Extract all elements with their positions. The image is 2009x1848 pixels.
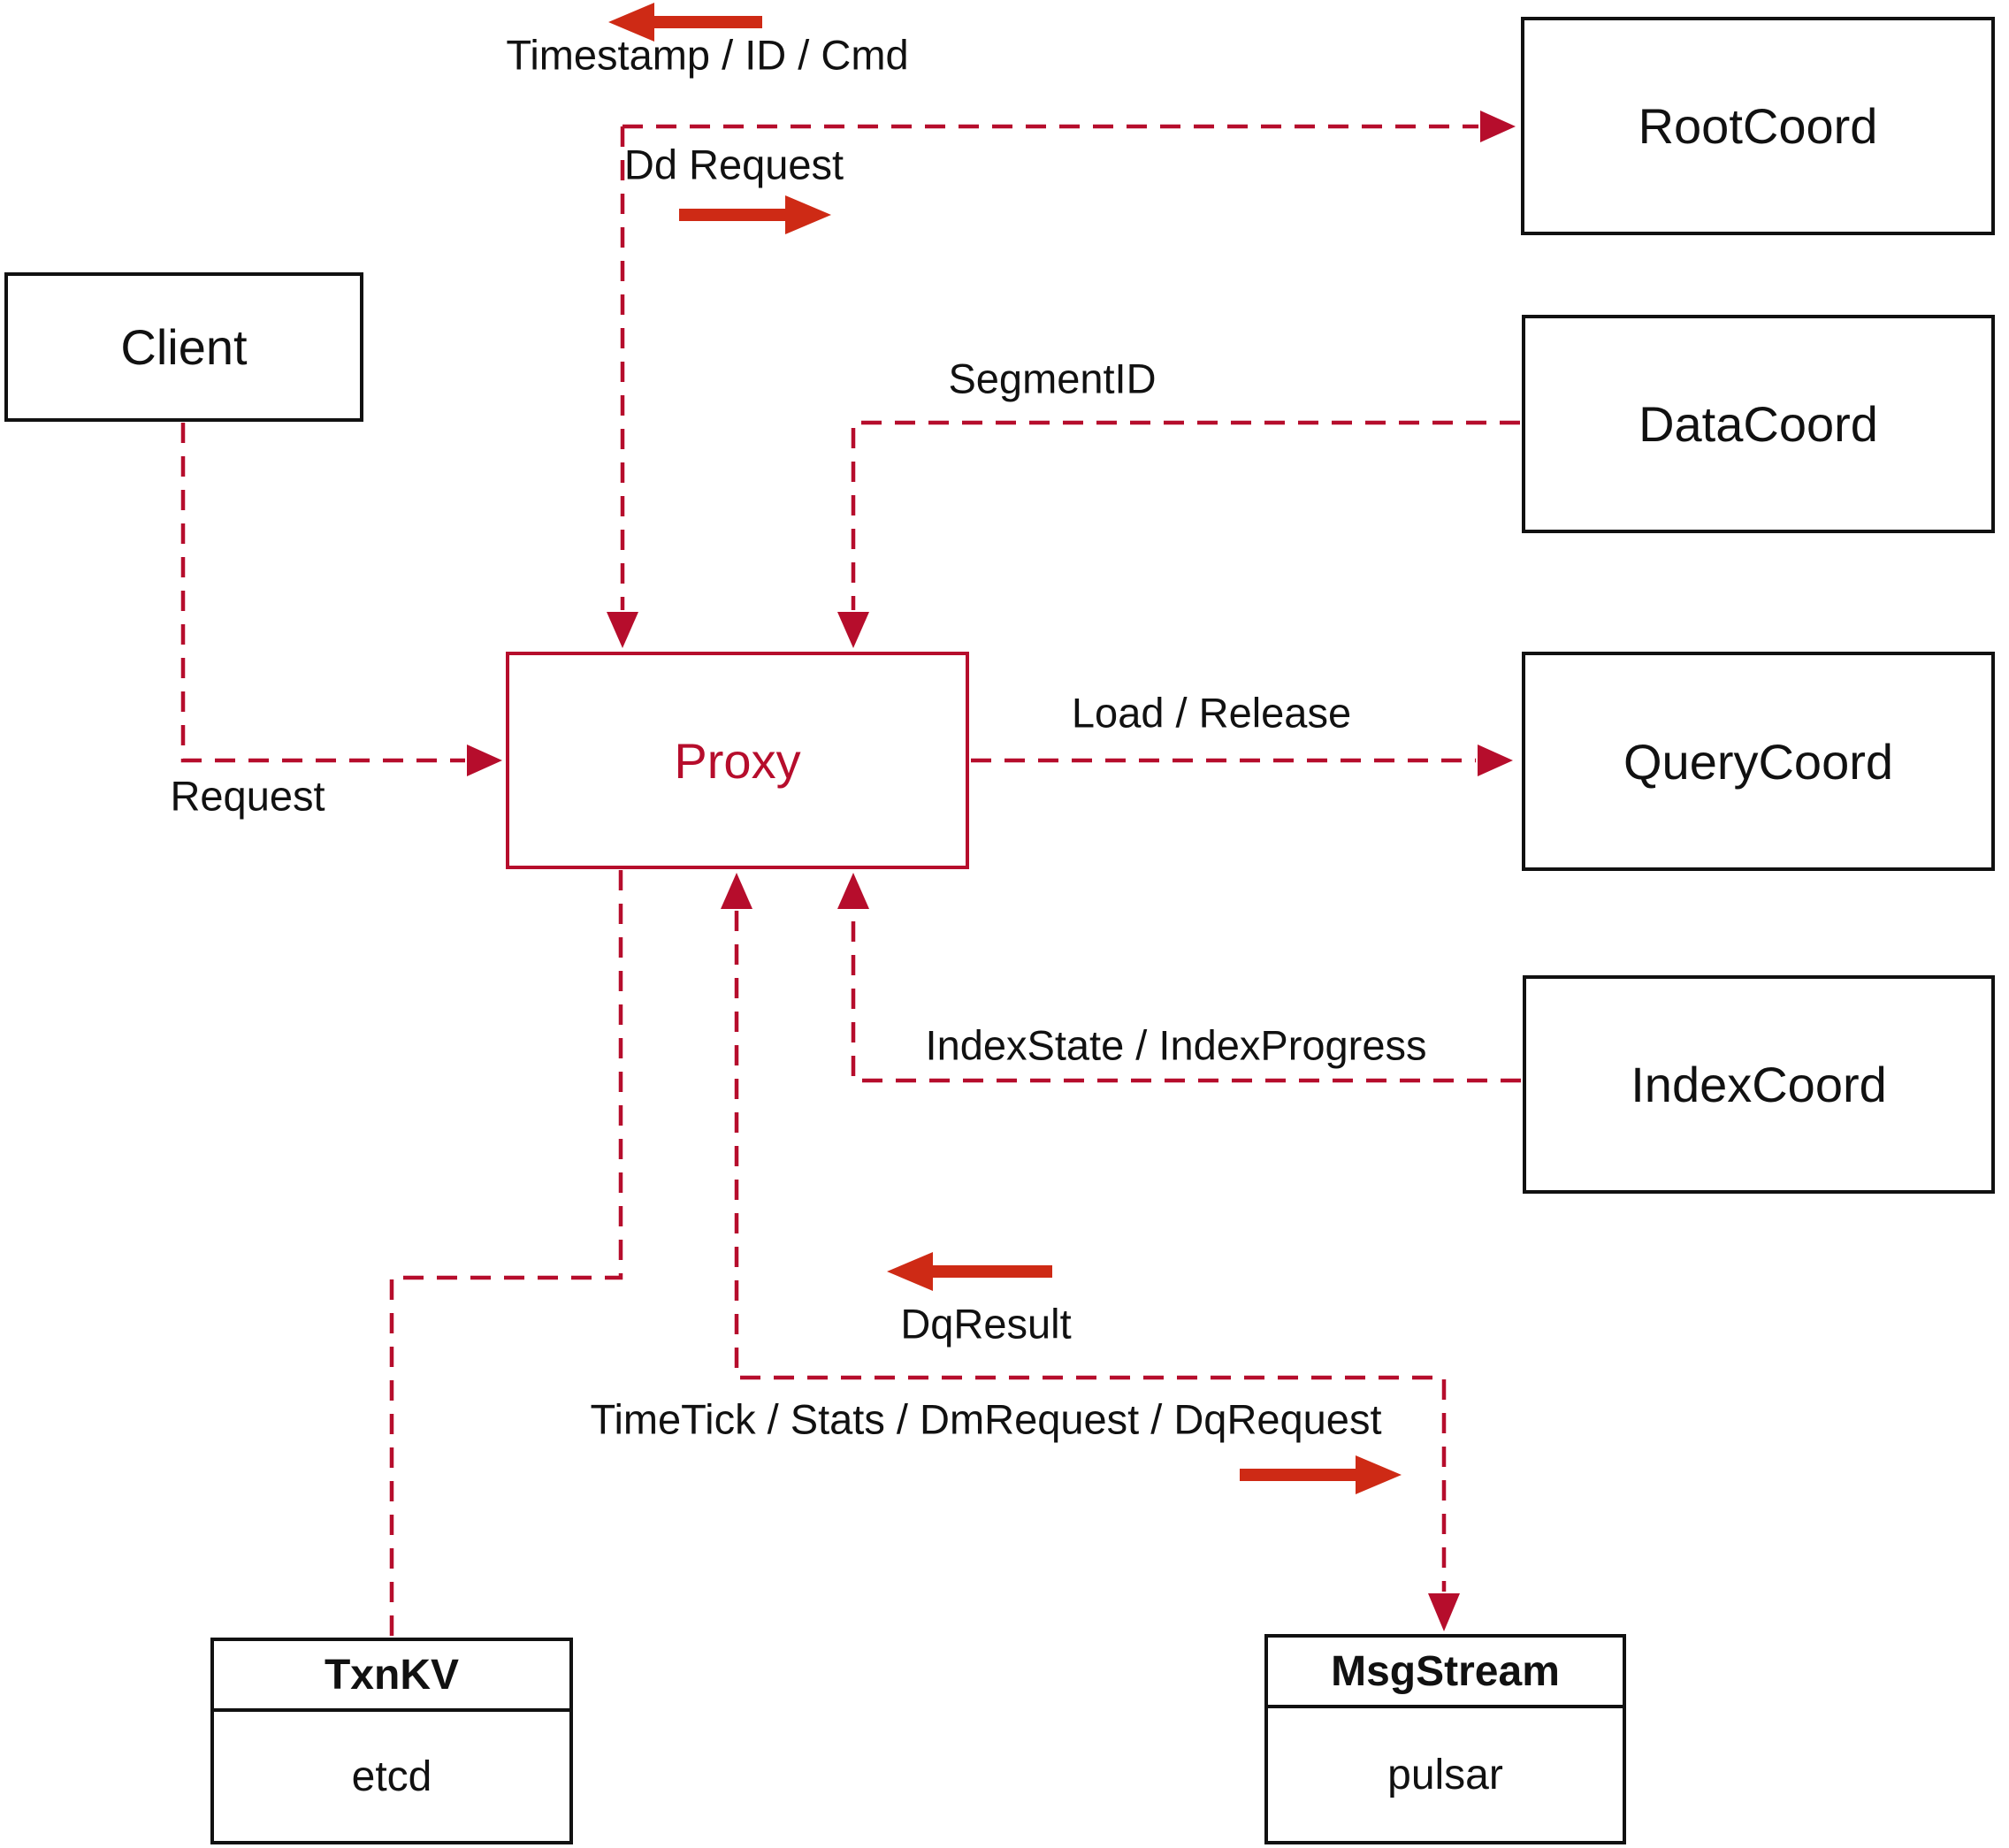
- edge-datacoord-proxy: [851, 420, 1520, 610]
- arrowhead-into-proxy-top-left: [607, 612, 638, 648]
- edge-proxy-msgstream: [734, 911, 1447, 1592]
- direction-arrow-right-dd-request: [679, 195, 831, 234]
- arrowhead-into-rootcoord: [1480, 111, 1516, 142]
- node-msgstream-title: MsgStream: [1268, 1638, 1623, 1708]
- edge-label-request: Request: [170, 772, 325, 820]
- node-querycoord-label: QueryCoord: [1623, 733, 1894, 790]
- arrowhead-into-proxy-left: [467, 745, 502, 776]
- node-datacoord-label: DataCoord: [1639, 396, 1878, 452]
- node-msgstream-subtitle: pulsar: [1387, 1751, 1503, 1798]
- edge-label-segment-id: SegmentID: [948, 355, 1157, 402]
- arrowhead-into-proxy-bottom-right: [837, 873, 869, 909]
- edge-proxy-txnkv: [389, 870, 623, 1636]
- node-txnkv: TxnKV etcd: [210, 1638, 573, 1844]
- edge-client-proxy: [180, 423, 465, 763]
- arrowhead-into-querycoord: [1478, 745, 1513, 776]
- edge-label-timestamp-id-cmd: Timestamp / ID / Cmd: [506, 31, 909, 79]
- edge-label-dd-request: Dd Request: [623, 141, 844, 188]
- node-rootcoord: RootCoord: [1521, 17, 1995, 235]
- direction-arrow-left-dqresult: [887, 1252, 1052, 1291]
- arrowhead-into-proxy-top-right: [837, 612, 869, 648]
- node-client-label: Client: [120, 319, 248, 375]
- node-indexcoord-label: IndexCoord: [1631, 1057, 1887, 1112]
- edge-label-load-release: Load / Release: [1071, 689, 1352, 737]
- node-querycoord: QueryCoord: [1522, 652, 1995, 871]
- node-proxy: Proxy: [506, 652, 969, 869]
- direction-arrow-left-timestamp: [608, 3, 762, 42]
- node-rootcoord-label: RootCoord: [1638, 98, 1878, 154]
- arrowhead-into-proxy-bottom-left: [721, 873, 752, 909]
- edge-indexcoord-proxy: [851, 911, 1521, 1083]
- direction-arrow-right-timetick: [1240, 1455, 1402, 1494]
- node-txnkv-subtitle: etcd: [351, 1753, 432, 1800]
- node-proxy-label: Proxy: [674, 732, 801, 789]
- edge-label-index-state-progress: IndexState / IndexProgress: [925, 1021, 1427, 1069]
- edge-label-dq-result: DqResult: [900, 1300, 1072, 1348]
- node-txnkv-title: TxnKV: [214, 1641, 569, 1712]
- edge-label-timetick-stats: TimeTick / Stats / DmRequest / DqRequest: [590, 1395, 1382, 1443]
- arrowhead-into-msgstream: [1428, 1593, 1460, 1631]
- node-msgstream: MsgStream pulsar: [1264, 1634, 1626, 1844]
- node-indexcoord: IndexCoord: [1523, 975, 1995, 1194]
- node-client: Client: [4, 272, 363, 422]
- node-datacoord: DataCoord: [1522, 315, 1995, 533]
